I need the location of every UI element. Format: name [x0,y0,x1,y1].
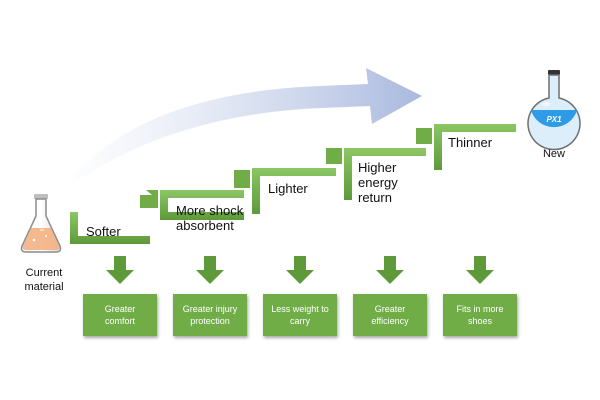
step-bracket-4 [344,128,432,200]
down-arrow-3 [286,256,314,284]
benefit-box-greater-efficiency: Greater efficiency [353,294,427,336]
step-label-thinner: Thinner [448,135,493,150]
step-label-more-shock-absorbent: More shock absorbent [176,203,244,233]
flask-liquid [22,228,60,250]
benefit-box-fits-more-shoes: Fits in more shoes [443,294,517,336]
step-label-lighter: Lighter [268,181,308,196]
step-label-higher-energy-return: Higher energy return [358,160,398,205]
current-material-label: Current material [24,267,64,293]
px1-tag: PX1 [546,115,562,124]
erlenmeyer-flask-icon [20,194,62,253]
new-material-label: New [542,148,565,160]
benefit-box-less-weight: Less weight to carry [263,294,337,336]
step-bracket-1 [70,190,158,244]
step-label-softer: Softer [86,224,121,239]
step-bracket-5 [434,124,516,170]
down-arrow-2 [196,256,224,284]
step-bracket-2 [160,170,250,220]
round-bottom-flask-icon [527,70,581,151]
step-bracket-3 [252,148,342,214]
down-arrow-1 [106,256,134,284]
down-arrow-4 [376,256,404,284]
progress-curved-arrow [62,68,422,192]
benefit-box-greater-comfort: Greater comfort [83,294,157,336]
benefit-box-greater-injury-protection: Greater injury protection [173,294,247,336]
down-arrow-5 [466,256,494,284]
